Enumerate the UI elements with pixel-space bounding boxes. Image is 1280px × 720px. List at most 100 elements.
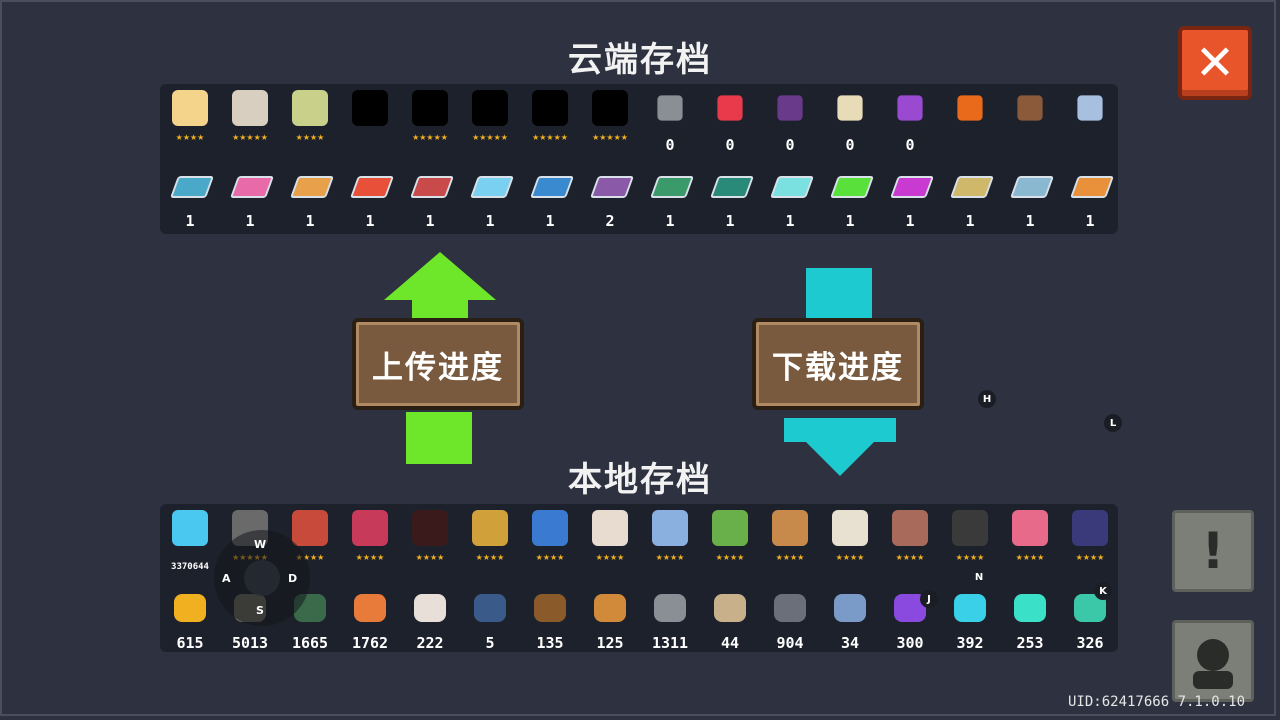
local-character-slot[interactable]: ★★★★ bbox=[760, 504, 820, 574]
download-progress-button[interactable]: 下载进度 bbox=[752, 318, 924, 410]
cloud-chip-slot[interactable]: 1 bbox=[400, 160, 460, 230]
cloud-item-slot[interactable]: 0 bbox=[640, 84, 700, 154]
cloud-chip-slot[interactable]: 1 bbox=[1060, 160, 1118, 230]
cloud-chip-slot[interactable]: 1 bbox=[880, 160, 940, 230]
cloud-chip-slot[interactable]: 1 bbox=[160, 160, 220, 230]
local-character-slot[interactable]: ★★★★ bbox=[460, 504, 520, 574]
cloud-chip-slot[interactable]: 1 bbox=[520, 160, 580, 230]
cloud-character-slot[interactable]: ★★★★★ bbox=[520, 84, 580, 154]
cloud-character-stars: ★★★★★ bbox=[472, 133, 508, 142]
cloud-character-slot[interactable]: ★★★★★ bbox=[220, 84, 280, 154]
chip-icon bbox=[649, 176, 695, 198]
upload-progress-button[interactable]: 上传进度 bbox=[352, 318, 524, 410]
local-material-slot[interactable]: 44 bbox=[700, 582, 760, 652]
cloud-chip-slot[interactable]: 1 bbox=[280, 160, 340, 230]
cloud-chip-count: 1 bbox=[305, 212, 315, 230]
cloud-chip-slot[interactable]: 1 bbox=[340, 160, 400, 230]
local-material-slot[interactable]: 253 bbox=[1000, 582, 1060, 652]
cloud-chip-count: 1 bbox=[425, 212, 435, 230]
cloud-chip-slot[interactable]: 1 bbox=[760, 160, 820, 230]
local-character-slot[interactable]: ★★★★ bbox=[940, 504, 1000, 574]
material-count: 253 bbox=[1016, 634, 1044, 652]
cloud-character-slot[interactable]: ★★★★★ bbox=[400, 84, 460, 154]
cloud-item-slot[interactable] bbox=[1060, 84, 1118, 154]
cloud-chip-slot[interactable]: 1 bbox=[940, 160, 1000, 230]
chip-icon bbox=[949, 176, 995, 198]
local-material-slot[interactable]: 1762 bbox=[340, 582, 400, 652]
cloud-item-slot[interactable]: 0 bbox=[760, 84, 820, 154]
hero-engineer-icon bbox=[472, 510, 508, 546]
gun-icon bbox=[657, 95, 683, 121]
local-character-slot[interactable]: 3370644 bbox=[160, 504, 220, 574]
joystick-knob[interactable] bbox=[244, 560, 280, 596]
local-character-slot[interactable]: ★★★★ bbox=[280, 504, 340, 574]
cloud-item-count: 0 bbox=[785, 136, 795, 154]
local-character-slot[interactable]: ★★★★ bbox=[520, 504, 580, 574]
local-character-stars: ★★★★ bbox=[655, 553, 685, 562]
cloud-character-slot[interactable]: ★★★★ bbox=[280, 84, 340, 154]
local-material-slot[interactable]: 125 bbox=[580, 582, 640, 652]
local-material-slot[interactable]: 34 bbox=[820, 582, 880, 652]
profile-button[interactable] bbox=[1172, 620, 1254, 702]
chip-icon bbox=[769, 176, 815, 198]
cyan-crystal-icon bbox=[954, 594, 986, 622]
cloud-character-slot[interactable] bbox=[340, 84, 400, 154]
red-slime-icon bbox=[717, 95, 743, 121]
local-character-slot[interactable]: ★★★★ bbox=[700, 504, 760, 574]
local-character-slot[interactable]: ★★★★ bbox=[400, 504, 460, 574]
cloud-chip-count: 1 bbox=[725, 212, 735, 230]
cloud-chip-slot[interactable]: 1 bbox=[820, 160, 880, 230]
local-character-slot[interactable]: ★★★★ bbox=[1060, 504, 1118, 574]
cloud-chip-slot[interactable]: 2 bbox=[580, 160, 640, 230]
cloud-item-slot[interactable]: 0 bbox=[880, 84, 940, 154]
fruit-icon bbox=[594, 594, 626, 622]
local-material-slot[interactable]: 904 bbox=[760, 582, 820, 652]
cloud-character-stars: ★★★★★ bbox=[592, 133, 628, 142]
cloud-chip-slot[interactable]: 1 bbox=[460, 160, 520, 230]
hero-elf-icon bbox=[712, 510, 748, 546]
chip-icon bbox=[1069, 176, 1115, 198]
local-character-slot[interactable]: ★★★★ bbox=[880, 504, 940, 574]
cloud-item-slot[interactable] bbox=[940, 84, 1000, 154]
local-character-slot[interactable]: ★★★★ bbox=[820, 504, 880, 574]
chip-icon bbox=[709, 176, 755, 198]
cloud-chip-slot[interactable]: 1 bbox=[1000, 160, 1060, 230]
local-material-slot[interactable]: 326 bbox=[1060, 582, 1118, 652]
virtual-joystick[interactable]: W A D S bbox=[214, 530, 310, 626]
cloud-item-slot[interactable]: 0 bbox=[700, 84, 760, 154]
cloud-character-slot[interactable]: ★★★★★ bbox=[460, 84, 520, 154]
cloud-character-stars: ★★★★★ bbox=[232, 133, 268, 142]
local-material-slot[interactable]: 392 bbox=[940, 582, 1000, 652]
local-character-stars: ★★★★ bbox=[1015, 553, 1045, 562]
local-character-slot[interactable]: ★★★★ bbox=[580, 504, 640, 574]
local-character-slot[interactable]: ★★★★ bbox=[340, 504, 400, 574]
cloud-chip-slot[interactable]: 1 bbox=[700, 160, 760, 230]
hero-green-hat-icon bbox=[292, 90, 328, 126]
cloud-chip-count: 1 bbox=[785, 212, 795, 230]
local-character-slot[interactable]: ★★★★ bbox=[640, 504, 700, 574]
close-button[interactable]: ✕ bbox=[1178, 26, 1252, 100]
cloud-item-slot[interactable] bbox=[1000, 84, 1060, 154]
alert-button[interactable]: ! bbox=[1172, 510, 1254, 592]
cloud-item-slot[interactable]: 0 bbox=[820, 84, 880, 154]
chip-icon bbox=[889, 176, 935, 198]
cloud-character-slot[interactable]: ★★★★ bbox=[160, 84, 220, 154]
material-count: 615 bbox=[176, 634, 204, 652]
cloud-chip-slot[interactable]: 1 bbox=[220, 160, 280, 230]
chip-icon bbox=[229, 176, 275, 198]
locked-silhouette-icon bbox=[532, 90, 568, 126]
local-character-slot[interactable]: ★★★★ bbox=[1000, 504, 1060, 574]
local-material-slot[interactable]: 5 bbox=[460, 582, 520, 652]
local-material-slot[interactable]: 135 bbox=[520, 582, 580, 652]
cloud-chip-count: 1 bbox=[665, 212, 675, 230]
teal-crystal-icon bbox=[1014, 594, 1046, 622]
local-material-slot[interactable]: 615 bbox=[160, 582, 220, 652]
cloud-character-slot[interactable]: ★★★★★ bbox=[580, 84, 640, 154]
local-material-slot[interactable]: 1311 bbox=[640, 582, 700, 652]
local-save-panel[interactable]: 3370644★★★★★★★★★★★★★★★★★★★★★★★★★★★★★★★★★… bbox=[160, 504, 1118, 652]
cloud-chip-slot[interactable]: 1 bbox=[640, 160, 700, 230]
local-material-slot[interactable]: 222 bbox=[400, 582, 460, 652]
local-character-stars: ★★★★ bbox=[295, 553, 325, 562]
